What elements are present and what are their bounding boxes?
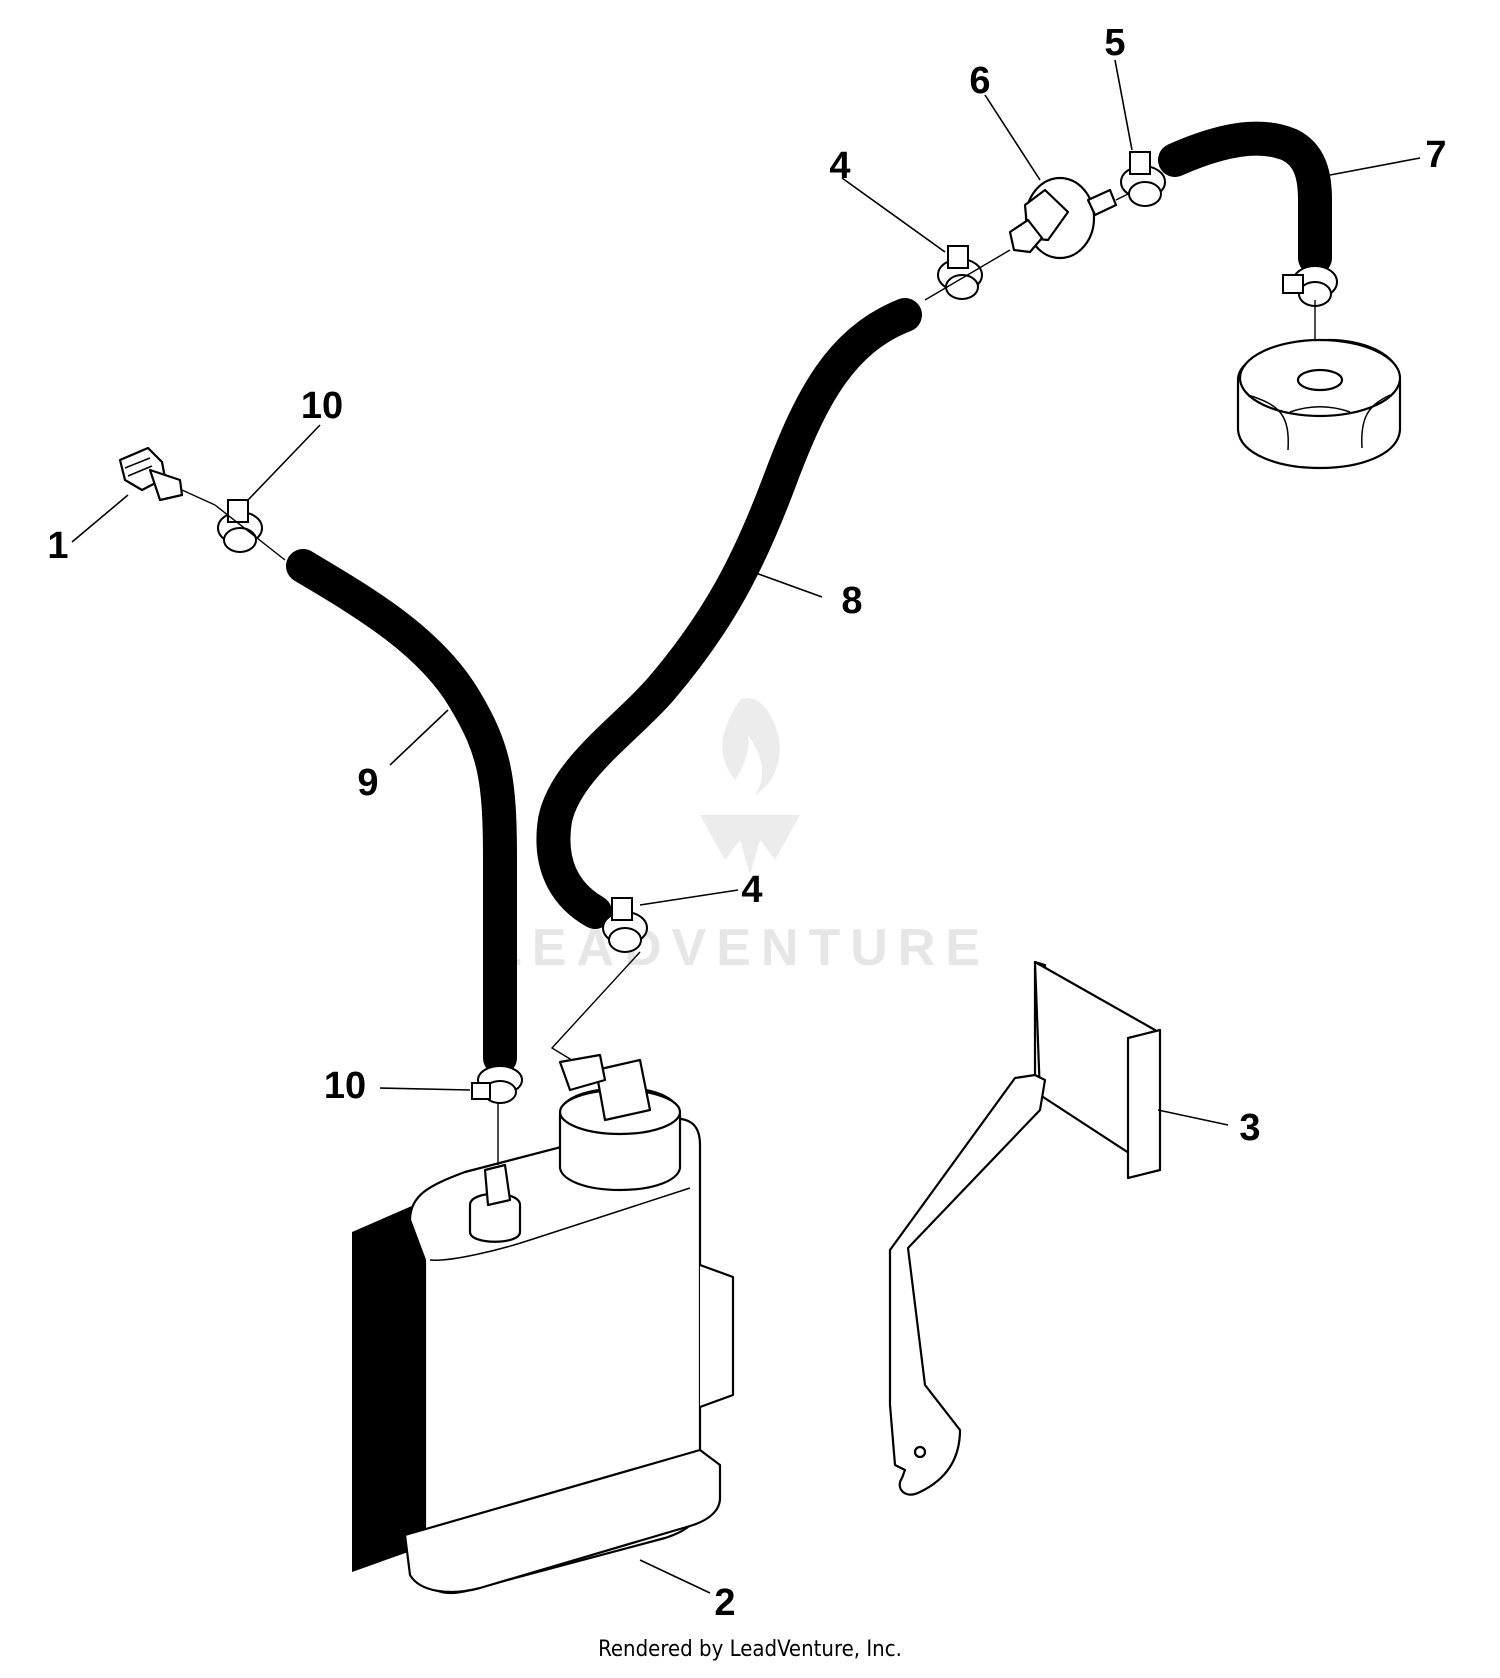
hose-7 xyxy=(1158,121,1332,275)
callout-10-upper: 10 xyxy=(301,385,343,427)
watermark-flame-icon xyxy=(700,698,800,875)
callout-7: 7 xyxy=(1425,134,1446,176)
callout-4-lower: 4 xyxy=(741,869,762,911)
callout-5: 5 xyxy=(1104,22,1125,64)
watermark: LEADVENTURE xyxy=(490,698,990,977)
callout-4-upper: 4 xyxy=(829,145,850,187)
credit-text: Rendered by LeadVenture, Inc. xyxy=(598,1637,902,1662)
hose-9 xyxy=(286,549,517,1075)
clamp-cap xyxy=(1282,265,1338,375)
clamp-4-upper xyxy=(924,245,1011,301)
callout-1: 1 xyxy=(47,525,68,567)
watermark-text: LEADVENTURE xyxy=(490,919,990,977)
fitting-1 xyxy=(118,446,216,506)
callout-3: 3 xyxy=(1239,1107,1260,1149)
clamp-5 xyxy=(1120,151,1166,207)
leader-lines xyxy=(71,59,1421,1594)
bracket-3 xyxy=(888,960,1162,1496)
clamp-4-lower xyxy=(550,897,648,1063)
callout-6: 6 xyxy=(969,60,990,102)
check-valve-6 xyxy=(1008,176,1141,260)
clamp-10-upper xyxy=(214,499,286,561)
callout-8: 8 xyxy=(841,580,862,622)
callout-9: 9 xyxy=(357,762,378,804)
clamp-10-lower xyxy=(471,1065,523,1104)
hose-8 xyxy=(536,298,922,929)
canister-2 xyxy=(352,1053,735,1595)
fuel-cap xyxy=(1236,338,1402,470)
callout-2: 2 xyxy=(714,1582,735,1624)
callout-10-lower: 10 xyxy=(324,1065,366,1107)
